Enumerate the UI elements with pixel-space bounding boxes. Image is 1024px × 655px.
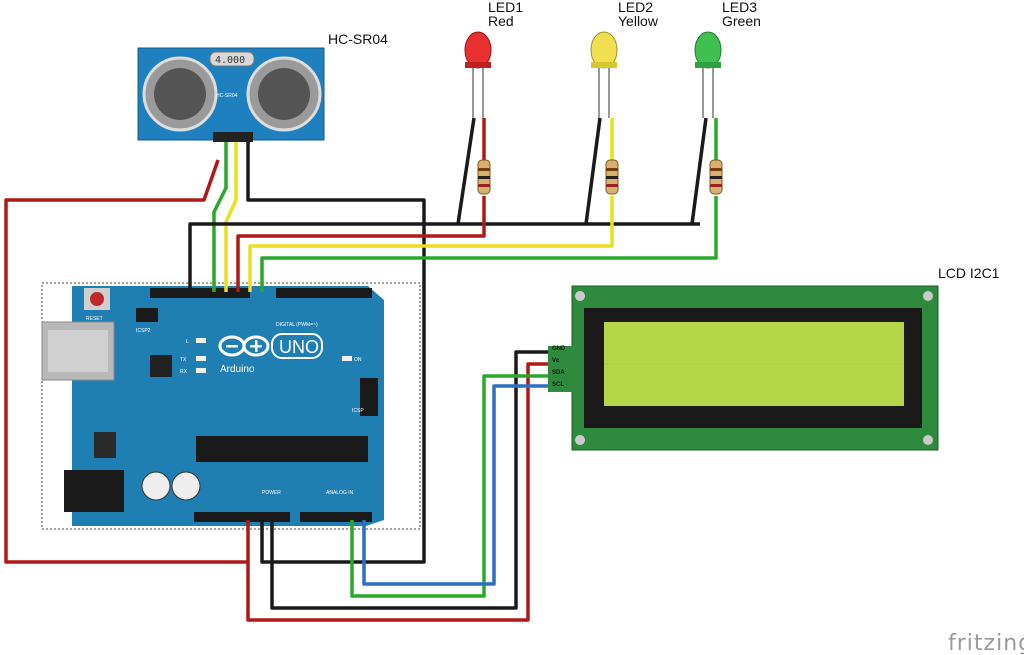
wire-gnd-bus [188,222,700,292]
uno-label: UNO [279,337,319,357]
wire-led2 [248,196,614,292]
capacitor-2 [171,471,201,501]
usb-chip [150,355,172,377]
wires [4,117,718,622]
led1-color-label: Red [488,13,514,29]
arduino-logo [218,335,270,357]
resistors [477,159,723,195]
power-label: POWER [262,490,281,496]
icsp2-label: ICSP2 [136,328,151,334]
digital-header-right [276,288,372,298]
led1-title: LED1 [488,0,523,15]
reset-button[interactable] [90,292,104,306]
wire-lcd-sda [350,374,572,598]
led2-title: LED2 [618,0,653,15]
digital-label: DIGITAL (PWM=~) [276,322,318,328]
uno-badge [271,333,323,359]
wire-led3-cathode [690,117,708,225]
digital-header-left [150,288,250,298]
usb-connector-inner [48,330,108,372]
wire-led1-cathode [456,117,476,225]
board-pcb [72,286,384,526]
led3-title: LED3 [722,0,757,15]
lcd-title: LCD I2C1 [938,265,1000,281]
wire-led3 [260,196,718,292]
sensor-crystal [209,51,255,67]
icsp-label: ICSP [352,408,364,414]
lcd-pin-scl: SCL [552,382,564,388]
wire-sensor-gnd [246,140,426,564]
wire-lcd-gnd [270,350,572,610]
sensor-pin-header [213,132,253,142]
led1-red [464,31,492,118]
fritzing-watermark: fritzing [948,631,1024,655]
icsp-header [360,378,378,416]
arduino-brand: Arduino [220,364,255,375]
board-outline [41,282,421,530]
wire-sensor-trig [212,140,228,292]
reset-label: RESET [86,316,103,322]
arduino-uno-board: RESET ICSP2 L TX RX ON UNO Arduino ICSP [41,282,421,530]
wire-lcd-scl [362,384,572,586]
wire-sensor-vcc [4,159,250,564]
led-tx [196,356,206,361]
wire-led2-cathode [584,117,602,225]
lcd-pin-sda: SDA [552,370,565,376]
led3-green [694,31,722,118]
regulator [94,432,116,458]
hc-sr04-sensor: 4.000 HC-SR04 [137,47,325,142]
sensor-title: HC-SR04 [328,31,388,47]
led2-color-label: Yellow [618,13,659,29]
led-rx-label: RX [180,369,188,375]
led-rx [196,368,206,373]
wire-sensor-echo [224,140,238,292]
icsp2-header [136,308,158,322]
atmega-chip [196,436,368,462]
power-jack [64,470,124,512]
led-l-label: L [186,339,189,345]
led-tx-label: TX [180,357,187,363]
analog-header [300,512,372,522]
wire-led1 [236,196,486,292]
wire-lcd-vcc [246,362,572,622]
led-l [196,338,206,343]
led-on [342,356,352,361]
lcd-i2c-module: GND Vc SDA SCL [548,285,939,451]
lcd-pin-block [548,346,578,392]
lcd-pin-gnd: GND [552,346,566,352]
led2-yellow [590,31,618,118]
led3-color-label: Green [722,13,761,29]
capacitor-1 [141,471,171,501]
sensor-brand-label: HC-SR04 [216,93,238,99]
analog-label: ANALOG IN [326,490,354,496]
power-header [194,512,290,522]
sensor-chip-label: 4.000 [215,55,245,66]
lcd-pin-vc: Vc [552,358,560,364]
led-on-label: ON [354,357,362,363]
